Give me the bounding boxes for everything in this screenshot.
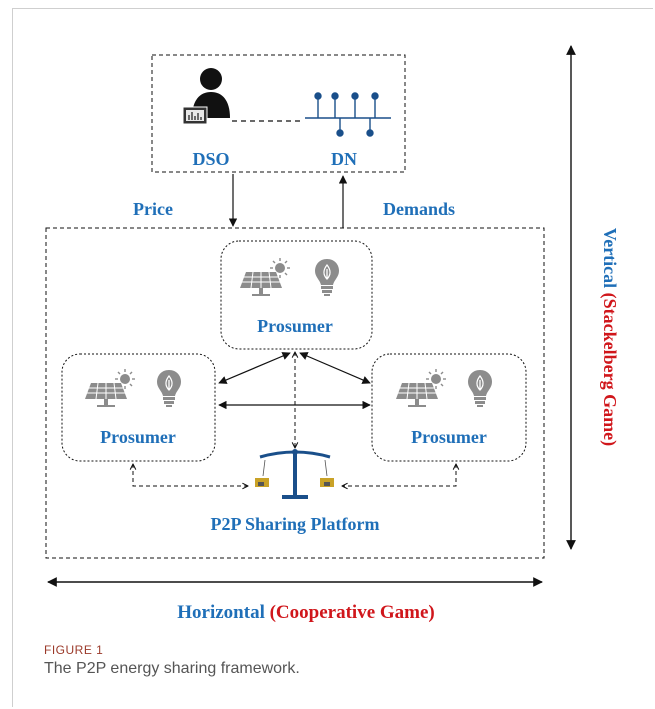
price-label: Price xyxy=(133,199,173,219)
prosumer-right-label: Prosumer xyxy=(411,427,487,447)
platform-label: P2P Sharing Platform xyxy=(211,514,380,534)
prosumer-left: Prosumer xyxy=(61,353,216,462)
horizontal-game-red: (Cooperative Game) xyxy=(270,602,435,623)
prosumer-top: Prosumer xyxy=(220,240,373,350)
figure-frame xyxy=(12,8,653,707)
balance-scale-icon xyxy=(255,449,334,499)
network-bus-icon xyxy=(305,92,391,137)
community-box xyxy=(45,227,545,559)
link-left-top xyxy=(218,352,291,384)
operator-icon xyxy=(182,68,230,125)
vertical-game-red: (Stackelberg Game) xyxy=(599,293,620,446)
prosumer-top-label: Prosumer xyxy=(257,316,333,336)
vertical-game-blue: Vertical xyxy=(600,228,620,293)
figure-caption: The P2P energy sharing framework. xyxy=(44,660,300,677)
link-right-platform xyxy=(342,464,456,486)
figure-number: FIGURE 1 xyxy=(44,643,104,657)
link-top-right xyxy=(299,352,371,384)
prosumer-left-label: Prosumer xyxy=(100,427,176,447)
demands-label: Demands xyxy=(383,199,455,219)
dso-dn-box xyxy=(151,54,406,173)
prosumer-right: Prosumer xyxy=(371,353,527,462)
link-left-platform xyxy=(133,464,248,486)
vertical-game-label: Vertical (Stackelberg Game) xyxy=(599,228,620,446)
dn-label: DN xyxy=(331,149,357,169)
horizontal-game-label: Horizontal (Cooperative Game) xyxy=(177,602,435,623)
horizontal-game-blue: Horizontal xyxy=(177,602,269,623)
dso-label: DSO xyxy=(192,149,229,169)
